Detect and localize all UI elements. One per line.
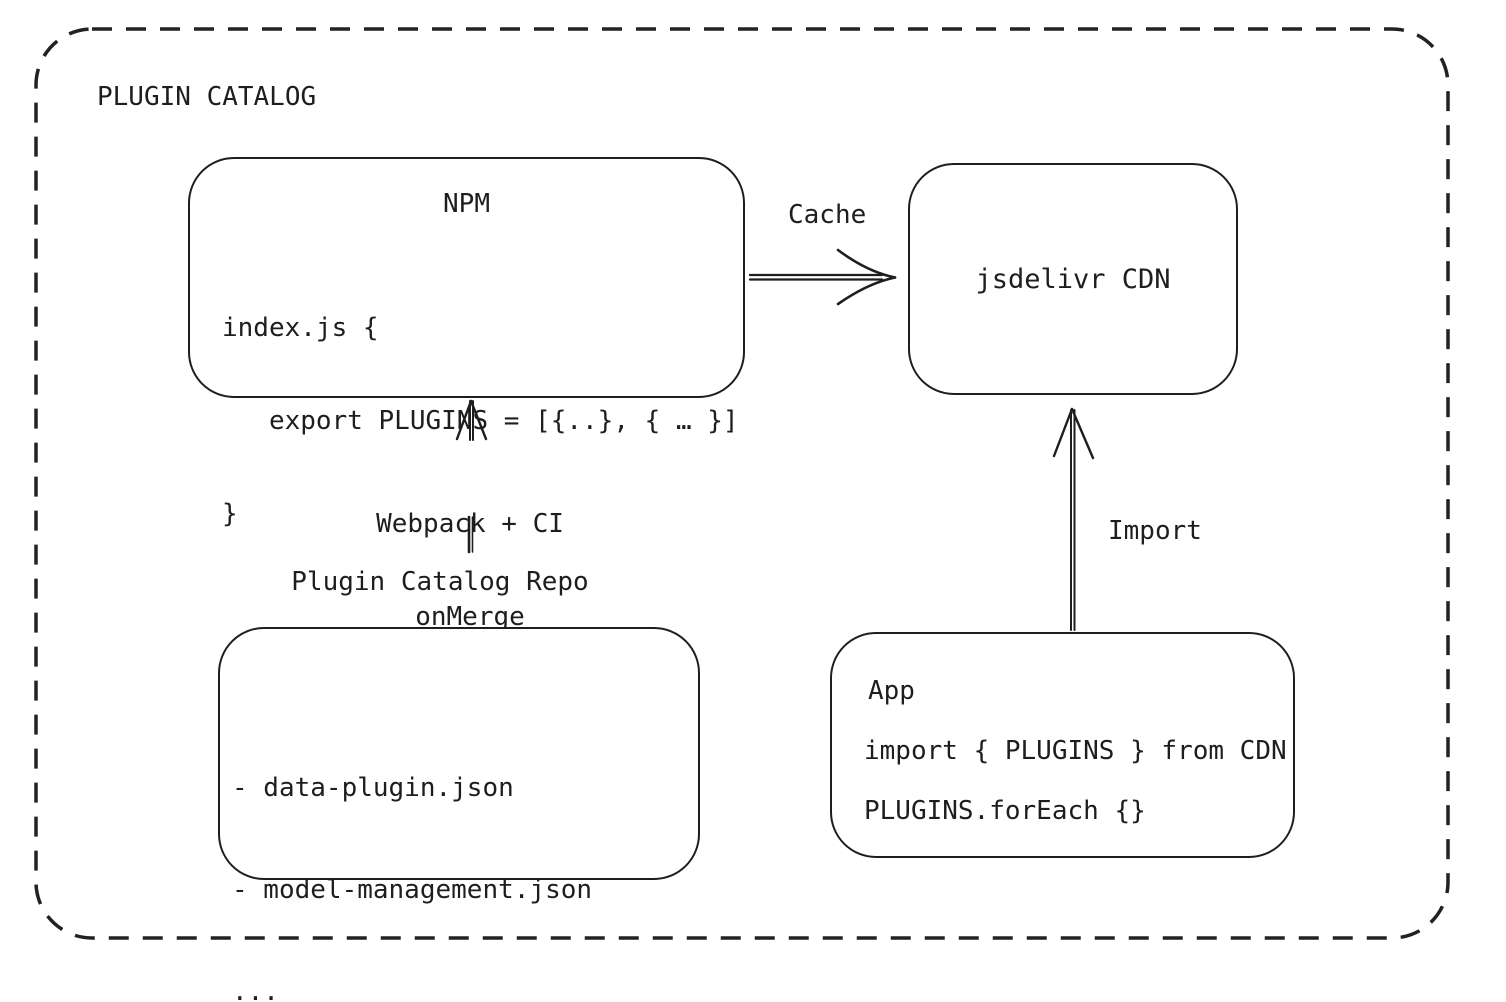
cache-edge-label: Cache bbox=[788, 200, 867, 230]
node-plugin-catalog-repo: - data-plugin.json - model-management.js… bbox=[218, 627, 700, 1002]
node-jsdelivr-cdn: jsdelivr CDN bbox=[908, 163, 1238, 395]
build-arrowhead bbox=[455, 399, 488, 441]
cache-arrow bbox=[748, 248, 897, 306]
node-npm: NPM index.js { export PLUGINS = [{..}, {… bbox=[188, 157, 745, 529]
import-arrow bbox=[1052, 407, 1095, 631]
repo-file-item: - data-plugin.json bbox=[232, 773, 514, 803]
repo-file-item: - model-management.json bbox=[232, 875, 593, 905]
node-app: App import { PLUGINS } from CDN PLUGINS.… bbox=[830, 632, 1295, 858]
build-edge-label: Webpack + CI onMerge bbox=[330, 447, 610, 695]
app-code-line: PLUGINS.forEach {} bbox=[864, 796, 1146, 826]
npm-title: NPM bbox=[443, 189, 490, 219]
repo-file-list: - data-plugin.json - model-management.js… bbox=[232, 703, 592, 1002]
npm-code-line: index.js { bbox=[222, 313, 379, 343]
npm-code-line: } bbox=[222, 499, 238, 529]
build-connector-segment bbox=[467, 515, 474, 554]
repo-node-label: Plugin Catalog Repo bbox=[291, 567, 589, 597]
cdn-label: jsdelivr CDN bbox=[975, 263, 1171, 295]
app-title: App bbox=[868, 676, 915, 706]
diagram-title: PLUGIN CATALOG bbox=[97, 82, 317, 112]
import-edge-label: Import bbox=[1108, 516, 1202, 546]
build-edge-label-line1: Webpack + CI bbox=[376, 509, 564, 539]
app-code-line: import { PLUGINS } from CDN bbox=[864, 736, 1287, 766]
dashed-frame bbox=[34, 27, 1450, 940]
repo-file-item: ... bbox=[232, 977, 279, 1002]
